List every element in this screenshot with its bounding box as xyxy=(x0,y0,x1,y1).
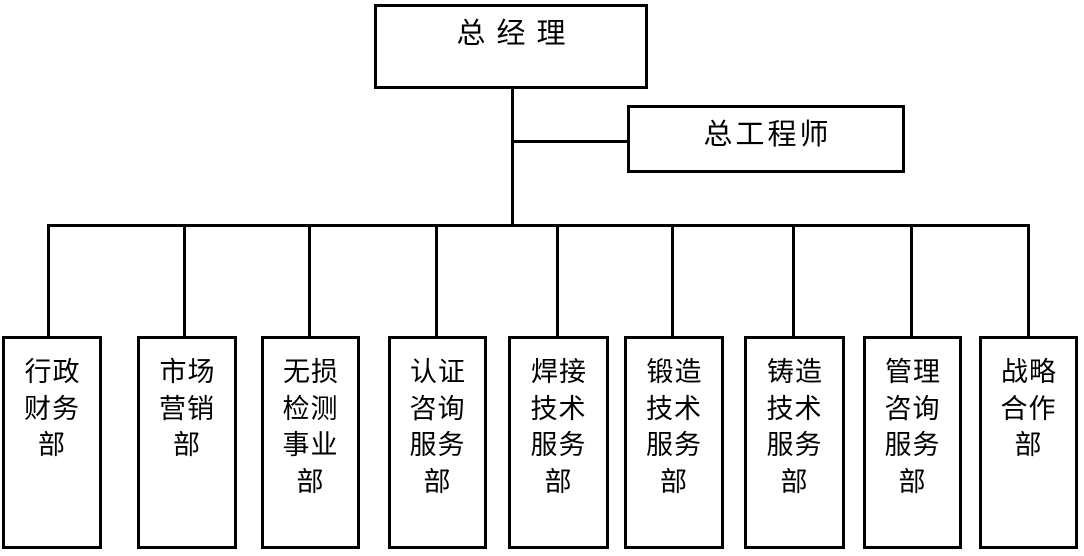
node-welding-tech-service-label: 焊接 技术 服务 部 xyxy=(530,357,587,499)
node-chief-engineer[interactable]: 总工程师 xyxy=(627,105,905,173)
node-marketing-label: 市场 营销 部 xyxy=(159,357,216,462)
connector-chief-engineer-branch xyxy=(511,140,629,143)
connector-drop-forging-tech-service xyxy=(671,224,674,337)
node-general-manager-label: 总经理 xyxy=(456,16,577,50)
node-management-consult-label: 管理 咨询 服务 部 xyxy=(884,357,941,499)
connector-drop-casting-tech-service xyxy=(792,224,795,337)
node-management-consult[interactable]: 管理 咨询 服务 部 xyxy=(863,336,962,549)
connector-drop-certification-consult xyxy=(435,224,438,337)
node-ndt-division[interactable]: 无损 检测 事业 部 xyxy=(261,336,360,549)
connector-drop-strategic-cooperation xyxy=(1027,224,1030,337)
node-strategic-cooperation[interactable]: 战略 合作 部 xyxy=(979,336,1078,549)
node-welding-tech-service[interactable]: 焊接 技术 服务 部 xyxy=(508,336,609,549)
connector-drop-admin-finance xyxy=(47,224,50,337)
node-general-manager[interactable]: 总经理 xyxy=(374,4,648,89)
node-ndt-division-label: 无损 检测 事业 部 xyxy=(282,357,339,499)
node-casting-tech-service-label: 铸造 技术 服务 部 xyxy=(766,357,823,499)
node-casting-tech-service[interactable]: 铸造 技术 服务 部 xyxy=(744,336,845,549)
node-marketing[interactable]: 市场 营销 部 xyxy=(137,336,237,549)
connector-trunk-vertical xyxy=(511,88,514,227)
node-chief-engineer-label: 总工程师 xyxy=(703,117,832,151)
connector-drop-welding-tech-service xyxy=(556,224,559,337)
node-admin-finance-label: 行政 财务 部 xyxy=(24,357,81,462)
connector-drop-ndt-division xyxy=(308,224,311,337)
node-strategic-cooperation-label: 战略 合作 部 xyxy=(1000,357,1057,462)
connector-horizontal-bus xyxy=(47,224,1030,227)
node-certification-consult[interactable]: 认证 咨询 服务 部 xyxy=(388,336,487,549)
node-admin-finance[interactable]: 行政 财务 部 xyxy=(2,336,102,549)
node-certification-consult-label: 认证 咨询 服务 部 xyxy=(409,357,466,499)
connector-drop-marketing xyxy=(183,224,186,337)
connector-drop-management-consult xyxy=(910,224,913,337)
node-forging-tech-service-label: 锻造 技术 服务 部 xyxy=(646,357,703,499)
node-forging-tech-service[interactable]: 锻造 技术 服务 部 xyxy=(624,336,724,549)
